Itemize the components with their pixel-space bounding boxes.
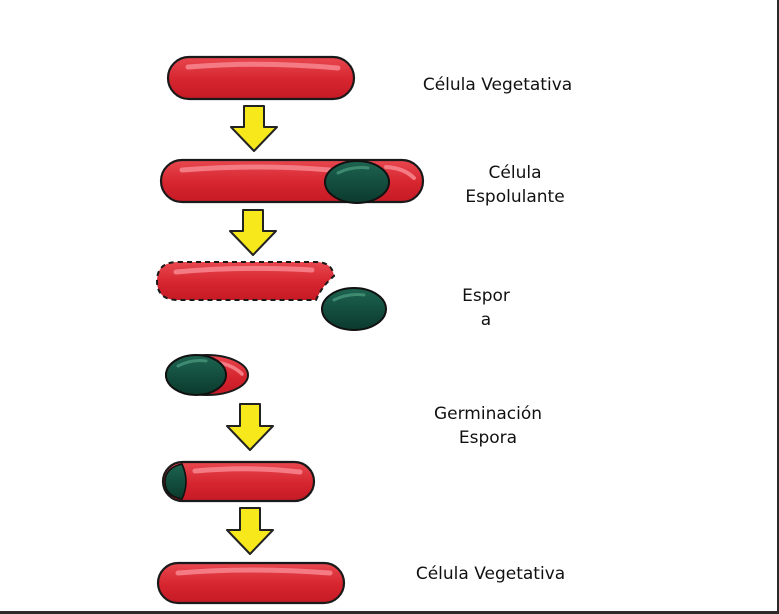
label-line: Germinación bbox=[433, 404, 543, 424]
arrow-down-3 bbox=[226, 403, 274, 451]
label-line: Espor bbox=[462, 286, 510, 306]
vegetative-cell-1 bbox=[166, 55, 356, 101]
label-vegetative-cell-2: Célula Vegetativa bbox=[403, 562, 578, 586]
arrow-down-4 bbox=[226, 507, 274, 555]
label-line: Célula Vegetativa bbox=[415, 564, 566, 584]
label-line: Espora bbox=[458, 428, 518, 448]
lysed-mother-cell bbox=[155, 261, 336, 301]
label-sporulating-cell: Célula Espolulante bbox=[445, 161, 585, 209]
germinating-spore bbox=[165, 354, 249, 396]
label-line: Célula bbox=[488, 163, 542, 183]
arrow-down-1 bbox=[230, 105, 278, 152]
endospore bbox=[324, 160, 390, 204]
label-germination: Germinación Espora bbox=[418, 402, 558, 450]
label-line: Célula Vegetativa bbox=[422, 75, 573, 95]
frame-edge-bottom bbox=[0, 611, 779, 614]
sporulating-cell bbox=[159, 158, 425, 204]
label-line: a bbox=[480, 310, 492, 330]
free-spore bbox=[321, 287, 387, 331]
outgrowing-cell bbox=[161, 460, 316, 503]
label-line: Espolulante bbox=[465, 187, 565, 207]
frame-edge-right bbox=[777, 0, 779, 614]
arrow-down-2 bbox=[229, 209, 277, 256]
vegetative-cell-2 bbox=[156, 561, 346, 605]
label-spore: Espor a bbox=[446, 284, 526, 332]
label-vegetative-cell-1: Célula Vegetativa bbox=[410, 73, 585, 97]
